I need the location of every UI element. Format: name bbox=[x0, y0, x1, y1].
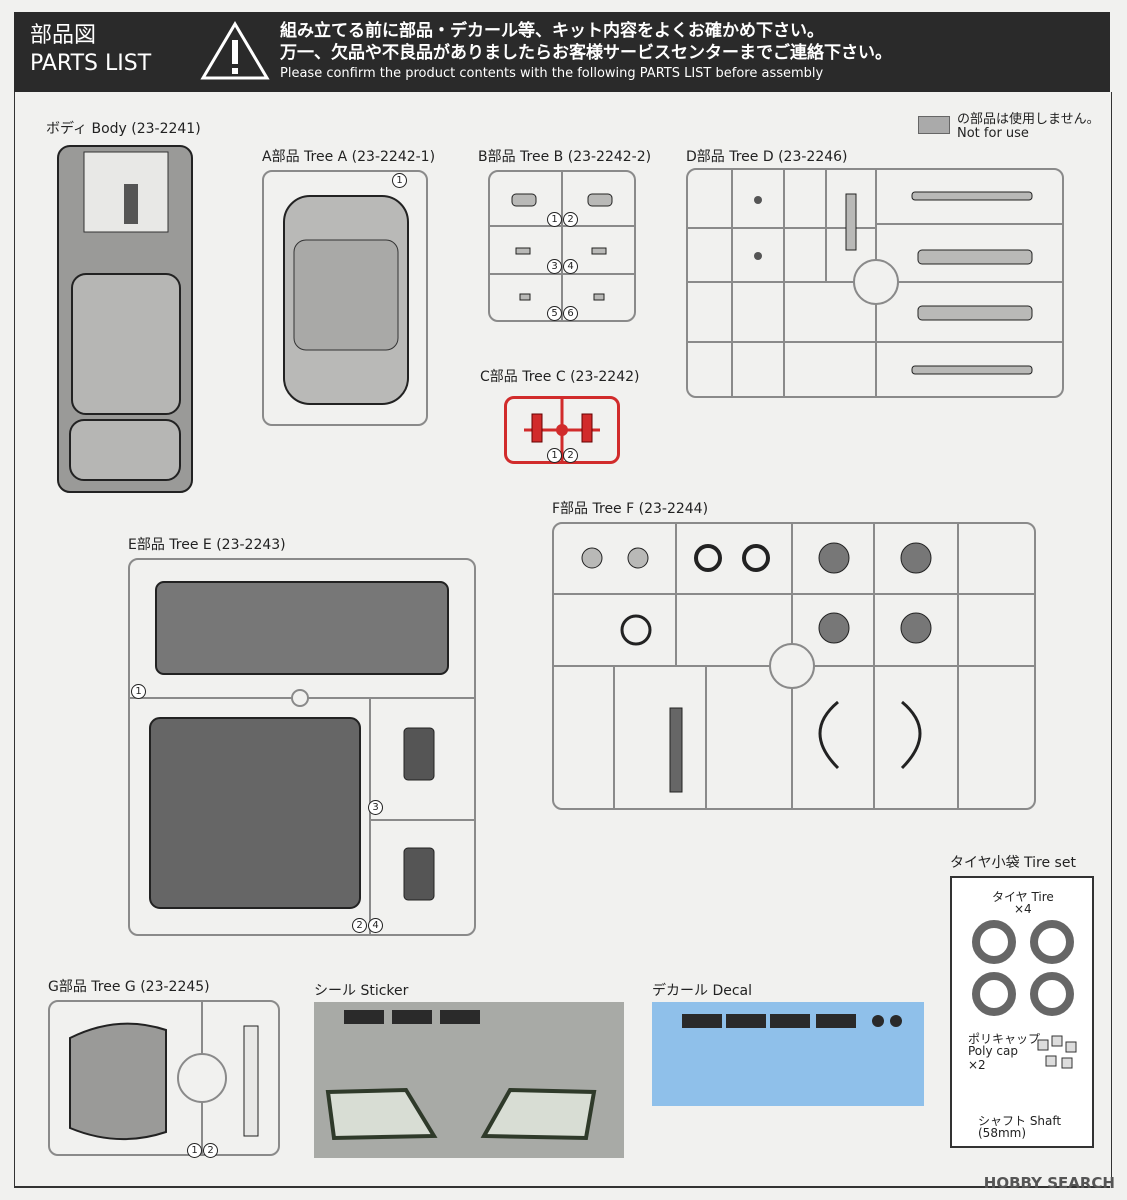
parts-frame bbox=[14, 92, 1112, 1187]
tire-ring bbox=[972, 972, 1016, 1016]
decal-sheet bbox=[652, 1002, 924, 1106]
tree-e-parts bbox=[128, 581, 476, 936]
polycap-parts bbox=[1037, 1035, 1077, 1069]
sticker-label: シール Sticker bbox=[314, 983, 409, 999]
warning-triangle-icon bbox=[200, 21, 270, 80]
part-number: 1 bbox=[547, 212, 562, 227]
notice-en: Please confirm the product contents with… bbox=[280, 66, 824, 81]
tree-e-frame bbox=[128, 558, 476, 936]
polycap-en: Poly cap bbox=[968, 1044, 1018, 1058]
tire-set-box: タイヤ Tire ×4 ポリキャップ Poly cap ×2 シャフト Shaf… bbox=[950, 876, 1094, 1148]
sticker-sheet bbox=[314, 1002, 624, 1158]
tire-ring bbox=[1030, 972, 1074, 1016]
part-number: 5 bbox=[547, 306, 562, 321]
part-number: 1 bbox=[187, 1143, 202, 1158]
title-ja: 部品図 bbox=[30, 23, 97, 48]
tree-f-label: F部品 Tree F (23-2244) bbox=[552, 501, 709, 517]
part-number: 3 bbox=[368, 800, 383, 815]
tree-d-label: D部品 Tree D (23-2246) bbox=[686, 149, 848, 165]
tire-ring bbox=[1030, 920, 1074, 964]
tree-g-parts bbox=[69, 1000, 259, 1156]
tree-b-parts bbox=[488, 170, 636, 322]
part-number: 2 bbox=[203, 1143, 218, 1158]
sticker-sheet-art bbox=[325, 1010, 597, 1141]
tree-a-roof-part bbox=[283, 195, 409, 405]
body-label: ボディ Body (23-2241) bbox=[46, 121, 201, 137]
tree-g-frame bbox=[48, 1000, 280, 1156]
body-shell bbox=[57, 145, 193, 493]
not-for-use-swatch bbox=[918, 116, 950, 134]
tree-a-frame bbox=[262, 170, 428, 426]
tree-a-label: A部品 Tree A (23-2242-1) bbox=[262, 149, 436, 165]
part-number: 6 bbox=[563, 306, 578, 321]
tree-b-label: B部品 Tree B (23-2242-2) bbox=[478, 149, 652, 165]
polycap-qty: ×2 bbox=[968, 1058, 986, 1072]
tree-d-parts bbox=[686, 168, 1064, 398]
shaft-label: シャフト Shaft bbox=[978, 1114, 1062, 1128]
part-number: 1 bbox=[547, 448, 562, 463]
watermark: HOBBY SEARCH bbox=[983, 1174, 1115, 1192]
tire-set-label: タイヤ小袋 Tire set bbox=[950, 855, 1076, 871]
notice-text: 組み立てる前に部品・デカール等、キット内容をよくお確かめ下さい。 万一、欠品や不… bbox=[280, 20, 892, 64]
shaft-length: (58mm) bbox=[978, 1126, 1027, 1140]
polycap-ja: ポリキャップ bbox=[968, 1032, 1041, 1046]
part-number: 2 bbox=[563, 448, 578, 463]
tree-c-parts bbox=[524, 396, 600, 464]
part-number: 1 bbox=[131, 684, 146, 699]
part-number: 2 bbox=[563, 212, 578, 227]
tree-f-parts bbox=[552, 522, 1036, 810]
tree-e-label: E部品 Tree E (23-2243) bbox=[128, 537, 286, 553]
part-number: 3 bbox=[547, 259, 562, 274]
tree-c-label: C部品 Tree C (23-2242) bbox=[480, 369, 640, 385]
part-number: 1 bbox=[392, 173, 407, 188]
legend-text-en: Not for use bbox=[957, 126, 1029, 141]
notice-line2: 万一、欠品や不良品がありましたらお客様サービスセンターまでご連絡下さい。 bbox=[280, 43, 892, 63]
part-number: 2 bbox=[352, 918, 367, 933]
footer-line bbox=[14, 1186, 1110, 1188]
part-number: 4 bbox=[368, 918, 383, 933]
part-number: 4 bbox=[563, 259, 578, 274]
notice-line1: 組み立てる前に部品・デカール等、キット内容をよくお確かめ下さい。 bbox=[280, 21, 824, 41]
legend-text-ja: の部品は使用しません。 bbox=[957, 112, 1100, 127]
title-en: PARTS LIST bbox=[30, 51, 152, 76]
tree-g-label: G部品 Tree G (23-2245) bbox=[48, 979, 210, 995]
tire-ring bbox=[972, 920, 1016, 964]
tire-label: タイヤ Tire bbox=[992, 890, 1054, 904]
parts-list-title: 部品図 PARTS LIST bbox=[30, 22, 151, 78]
decal-label: デカール Decal bbox=[652, 983, 753, 999]
page-header: 部品図 PARTS LIST 組み立てる前に部品・デカール等、キット内容をよくお… bbox=[14, 12, 1110, 92]
tire-qty: ×4 bbox=[1014, 902, 1032, 916]
decal-sheet-art bbox=[682, 1014, 902, 1028]
